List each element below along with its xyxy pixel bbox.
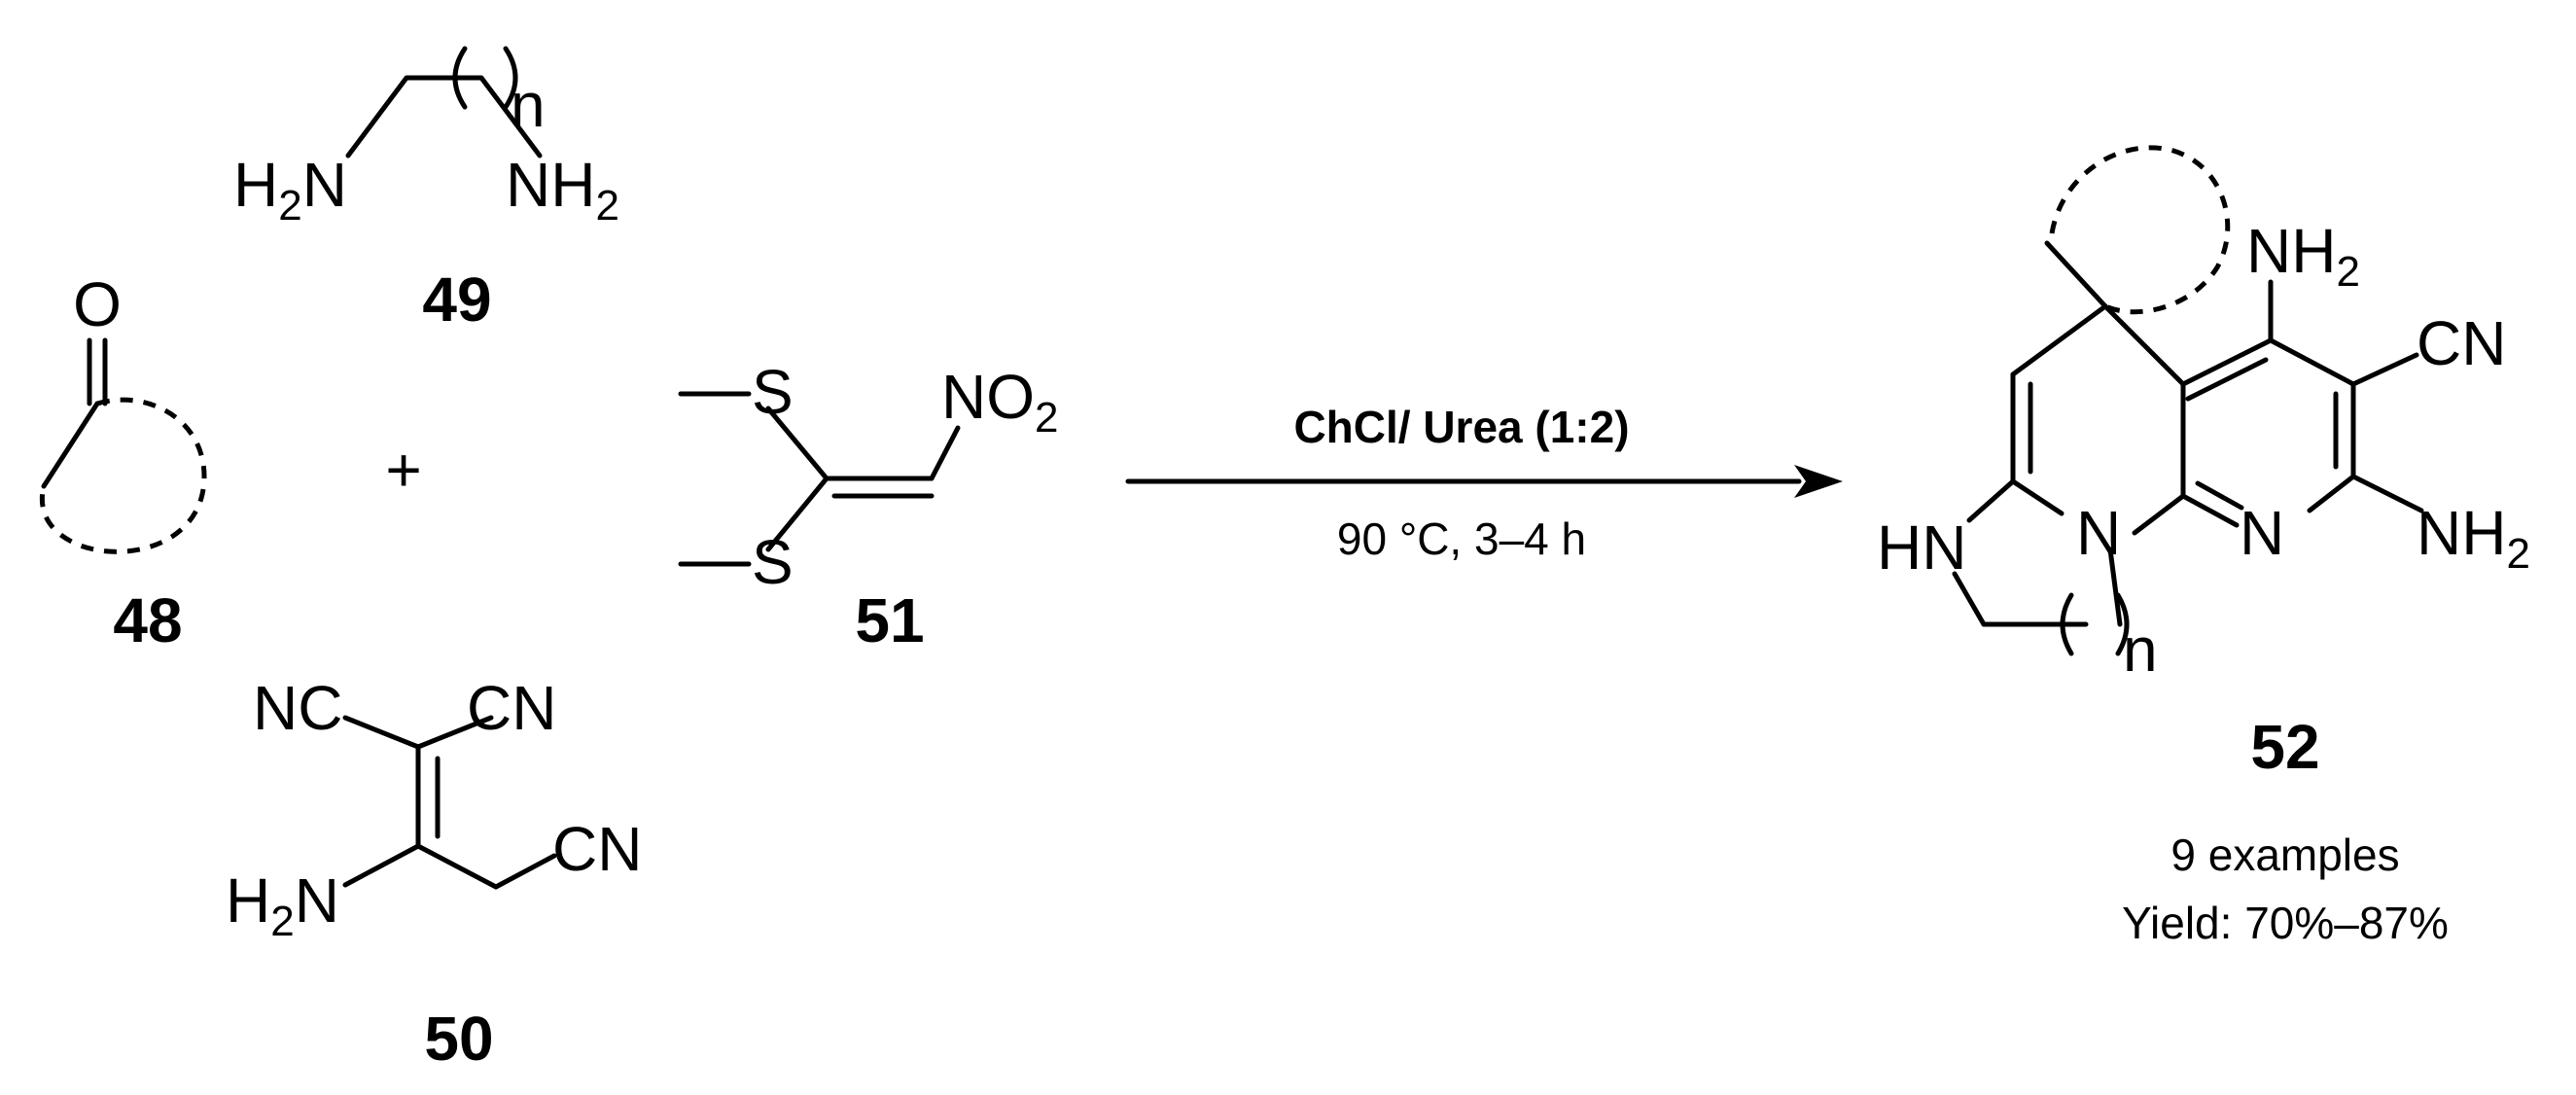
compound-48-label: 48 [113, 585, 182, 655]
cn-label-50-top: CN [467, 673, 556, 743]
sulfur-label-top: S [752, 357, 794, 427]
compound-49-label: 49 [422, 265, 491, 335]
reaction-conditions: 90 °C, 3–4 h [1337, 513, 1586, 564]
compound-50-label: 50 [424, 1004, 493, 1074]
h2n-label-50: H2N [226, 865, 339, 945]
compound-52-label: 52 [2250, 712, 2319, 782]
ring-n-label: N [2076, 498, 2121, 568]
reaction-arrow [1125, 465, 1843, 498]
hn-label-52: HN [1877, 512, 1966, 583]
compound-49-structure: n H2N NH2 [233, 46, 619, 230]
pyridine-n-label: N [2240, 498, 2284, 568]
repeat-n-label: n [511, 70, 546, 140]
examples-count: 9 examples [2170, 830, 2399, 880]
yield-range: Yield: 70%–87% [2122, 898, 2449, 948]
cn-label-52: CN [2417, 308, 2506, 378]
compound-52-structure: n N N HN NH2 CN NH2 [1877, 145, 2530, 685]
oxygen-label: O [73, 269, 122, 339]
repeat-n-label-52: n [2123, 615, 2158, 685]
nc-label-50: NC [253, 673, 342, 743]
no2-label: NO2 [941, 362, 1058, 442]
compound-51-label: 51 [855, 585, 924, 655]
h2n-label-49: H2N [233, 150, 347, 230]
compound-51-structure: S S NO2 [678, 357, 1058, 597]
compound-50-structure: NC CN CN H2N [226, 673, 642, 945]
compound-48-structure: O [39, 269, 207, 554]
nh2-right-label-52: NH2 [2417, 498, 2530, 578]
reaction-reagent: ChCl/ Urea (1:2) [1293, 402, 1629, 452]
nh2-top-label-52: NH2 [2246, 216, 2360, 296]
cn-label-50-right: CN [552, 814, 642, 884]
nh2-label-49: NH2 [506, 150, 619, 230]
sulfur-label-bottom: S [752, 527, 794, 597]
plus-sign: + [385, 435, 421, 505]
